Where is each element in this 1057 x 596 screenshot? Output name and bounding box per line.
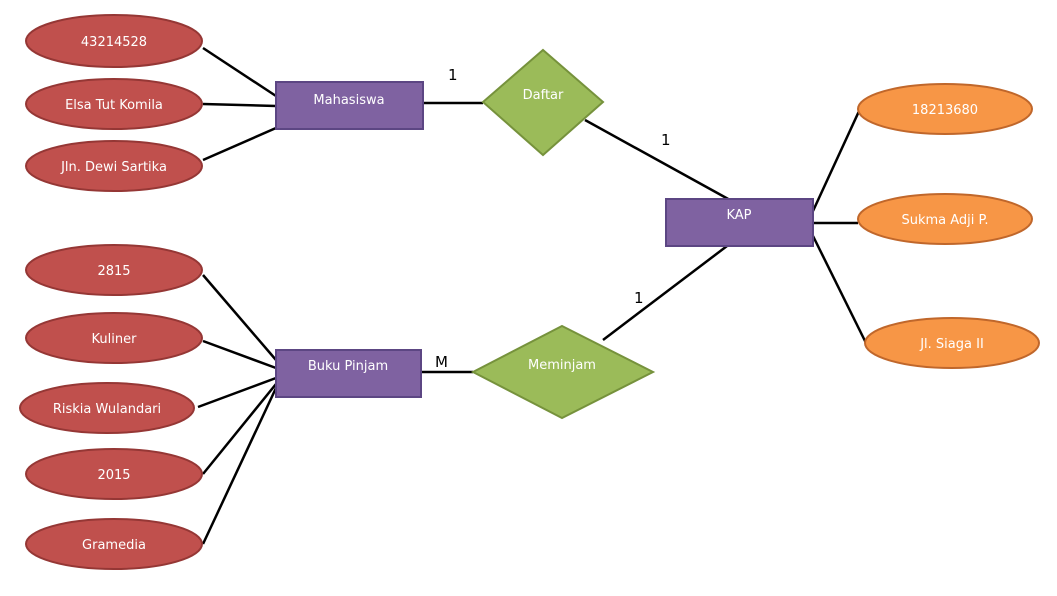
connector-buku-attr-5 — [201, 387, 278, 545]
attribute-label: Jln. Dewi Sartika — [60, 160, 167, 175]
attribute-riskia-wulandari: Riskia Wulandari — [19, 382, 195, 434]
attribute-label: Gramedia — [82, 538, 146, 553]
relationship-meminjam: Meminjam — [470, 324, 656, 420]
relationship-label: Daftar — [523, 88, 564, 103]
connector-kap-meminjam — [602, 245, 728, 341]
entity-kap: KAP — [665, 198, 814, 247]
cardinality-mahasiswa-daftar: 1 — [448, 66, 458, 84]
cardinality-kap-meminjam: 1 — [634, 289, 644, 307]
connector-buku-attr-2 — [202, 339, 277, 370]
attribute-label: Kuliner — [92, 332, 138, 347]
cardinality-daftar-kap: 1 — [661, 131, 671, 149]
attribute-label: Sukma Adji P. — [901, 213, 988, 228]
attribute-jl-siaga-ii: Jl. Siaga II — [864, 317, 1040, 369]
entity-label: Mahasiswa — [313, 93, 384, 108]
connector-buku-attr-4 — [202, 383, 277, 475]
connector-buku-attr-3 — [197, 376, 277, 409]
connector-daftar-kap — [584, 118, 731, 202]
cardinality-buku-meminjam: M — [435, 353, 448, 371]
attribute-label: Riskia Wulandari — [53, 402, 161, 417]
connectors — [197, 46, 868, 545]
connector-mahasiswa-attr-1 — [202, 46, 277, 98]
attribute-label: 2015 — [97, 468, 130, 483]
connector-buku-attr-1 — [202, 274, 277, 361]
connector-mahasiswa-attr-3 — [202, 126, 277, 162]
attribute-2815: 2815 — [25, 244, 203, 296]
attribute-elsa-tut-komila: Elsa Tut Komila — [25, 78, 203, 130]
entity-mahasiswa: Mahasiswa — [275, 81, 424, 130]
attribute-label: 43214528 — [81, 35, 147, 50]
connector-mahasiswa-attr-2 — [202, 102, 277, 108]
entity-label: KAP — [726, 208, 751, 223]
attribute-43214528: 43214528 — [25, 14, 203, 68]
attribute-label: Jl. Siaga II — [919, 337, 984, 352]
attribute-jln-dewi-sartika: Jln. Dewi Sartika — [25, 140, 203, 192]
attribute-kuliner: Kuliner — [25, 312, 203, 364]
relationship-daftar: Daftar — [481, 48, 605, 157]
attribute-label: Elsa Tut Komila — [65, 98, 163, 113]
connector-kap-attr-1 — [811, 108, 862, 212]
attribute-label: 18213680 — [912, 103, 978, 118]
attribute-gramedia: Gramedia — [25, 518, 203, 570]
entity-label: Buku Pinjam — [308, 359, 388, 374]
attribute-sukma-adji-p: Sukma Adji P. — [857, 193, 1033, 245]
attribute-2015: 2015 — [25, 448, 203, 500]
attribute-18213680: 18213680 — [857, 83, 1033, 135]
relationship-label: Meminjam — [528, 358, 596, 373]
attribute-label: 2815 — [97, 264, 130, 279]
entity-buku-pinjam: Buku Pinjam — [275, 349, 422, 398]
connector-kap-attr-3 — [811, 235, 868, 344]
